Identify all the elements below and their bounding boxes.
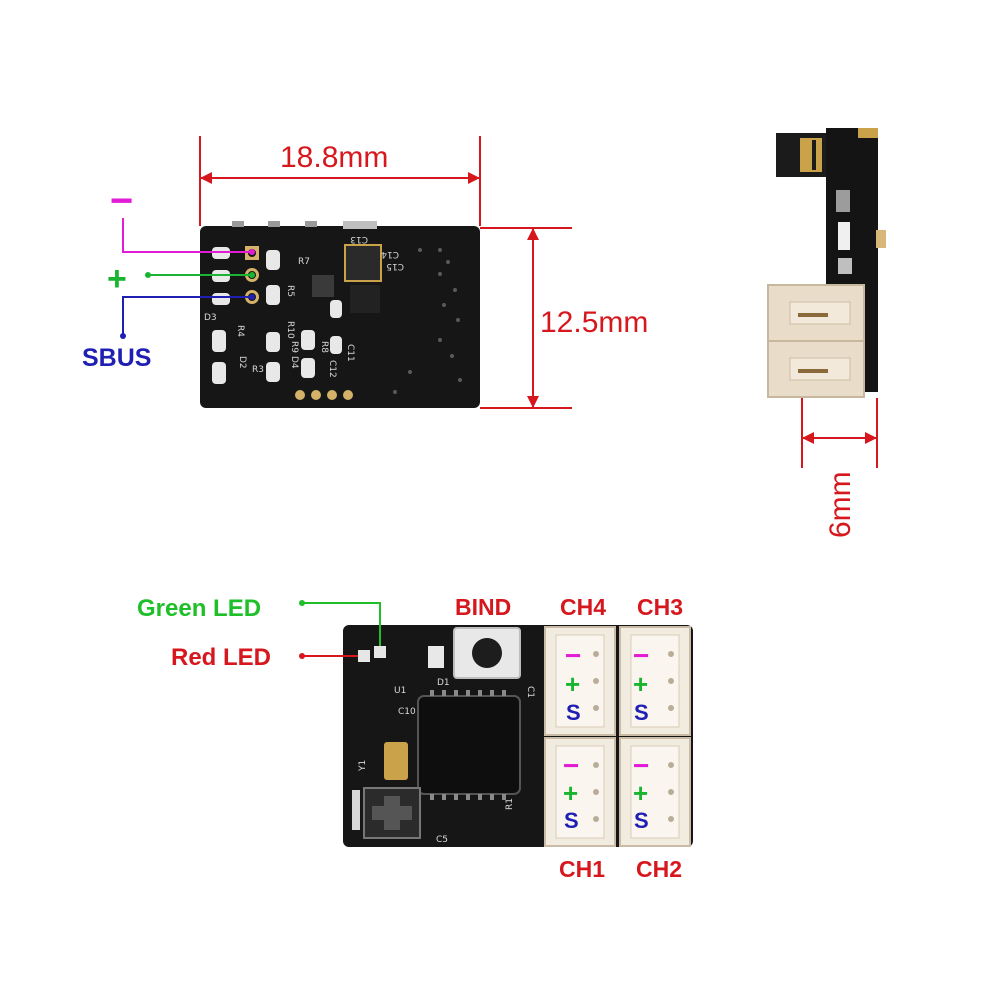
silk-r4: R4 — [235, 325, 245, 337]
bind-button[interactable] — [453, 627, 521, 679]
pcb-edge-pad — [305, 221, 317, 227]
connector-pin-dots — [593, 651, 674, 822]
silk-d1: D1 — [437, 678, 450, 688]
thickness-dimension: 6mm — [801, 398, 878, 538]
silk-d3: D3 — [204, 313, 217, 323]
bind-label: BIND — [455, 594, 511, 620]
channel-label-ch1: CH1 — [559, 856, 605, 882]
pcb-bottom-diode — [312, 275, 334, 297]
thickness-dimension-label: 6mm — [824, 471, 857, 538]
antenna-pad — [352, 790, 360, 830]
ch2-pin-labels: − + S — [633, 750, 649, 833]
silk-r7: R7 — [298, 257, 310, 267]
ch4-signal: S — [566, 700, 581, 725]
ch1-signal: S — [564, 808, 579, 833]
ch4-minus: − — [565, 640, 581, 671]
side-view-component — [838, 258, 852, 274]
top-view-group: Green LED Red LED BIND — [137, 594, 693, 882]
green-led-callout: Green LED — [137, 595, 386, 658]
ch4-plus: + — [565, 669, 580, 699]
ch3-pin-labels: − + S — [633, 640, 649, 725]
red-led-label: Red LED — [171, 644, 271, 671]
side-view-component — [836, 190, 850, 212]
ch4-pin-labels: − + S — [565, 640, 581, 725]
silk-c12: C12 — [327, 360, 337, 378]
side-view-edge-pad — [858, 128, 878, 138]
ch2-plus: + — [633, 778, 648, 808]
channel-label-ch3: CH3 — [637, 594, 683, 620]
side-view-group: 6mm — [767, 128, 886, 538]
silk-r9: R9 — [289, 341, 299, 353]
connector-block — [544, 626, 691, 847]
silk-c5: C5 — [436, 835, 448, 845]
silk-c1: C1 — [525, 686, 535, 698]
silk-c10: C10 — [398, 707, 416, 717]
ch1-minus: − — [563, 750, 579, 781]
red-led — [358, 650, 370, 662]
ch2-minus: − — [633, 750, 649, 781]
red-led-callout: Red LED — [171, 644, 370, 671]
side-view-component — [876, 230, 886, 248]
plus-pin-callout: + — [107, 260, 255, 298]
ch1-pin-labels: − + S — [563, 750, 579, 833]
silk-c15: C15 — [386, 261, 404, 271]
channel-label-ch4: CH4 — [560, 594, 606, 620]
minus-pin-callout: − — [110, 179, 255, 255]
height-dimension: 12.5mm — [480, 227, 648, 409]
pcb-edge-pad — [268, 221, 280, 227]
sbus-label: SBUS — [82, 344, 151, 372]
pcb-bottom-chip — [344, 244, 382, 282]
pcb-top-component — [428, 646, 444, 668]
width-dimension-label: 18.8mm — [280, 141, 388, 174]
silk-d4: D4 — [289, 356, 299, 369]
minus-pin-symbol: − — [110, 179, 133, 223]
silk-r10: R10 — [285, 321, 295, 339]
silk-r3: R3 — [252, 365, 264, 375]
height-dimension-label: 12.5mm — [540, 306, 648, 339]
side-view-gold-contact — [800, 138, 822, 172]
side-view-button — [838, 222, 850, 250]
ch2-signal: S — [634, 808, 649, 833]
bottom-view-group: C13 R7 C14 C15 D3 R4 R5 R10 R9 D2 R3 D4 … — [82, 136, 648, 409]
silk-c13: C13 — [350, 234, 368, 244]
green-led — [374, 646, 386, 658]
side-view-jst-connectors — [767, 284, 865, 398]
silk-y1: Y1 — [358, 760, 368, 772]
silk-c11: C11 — [345, 344, 355, 362]
silk-r1: R1 — [505, 798, 515, 810]
mcu-chip-u1 — [417, 695, 521, 795]
silk-u1: U1 — [394, 686, 406, 696]
via-dots — [393, 248, 462, 394]
pcb-bottom-regulator — [350, 285, 380, 313]
ch3-plus: + — [633, 669, 648, 699]
silk-r8: R8 — [319, 341, 329, 353]
test-pads — [295, 390, 353, 400]
silk-r5: R5 — [285, 285, 295, 297]
ch1-plus: + — [563, 778, 578, 808]
mcu-pins — [430, 690, 506, 800]
ch3-minus: − — [633, 640, 649, 671]
crystal-y1 — [384, 742, 408, 780]
ch3-signal: S — [634, 700, 649, 725]
silk-c14: C14 — [381, 249, 399, 259]
green-led-label: Green LED — [137, 595, 261, 622]
width-dimension: 18.8mm — [199, 136, 481, 226]
channel-label-ch2: CH2 — [636, 856, 682, 882]
sbus-pin-callout: SBUS — [82, 294, 255, 372]
silk-d2: D2 — [237, 356, 247, 369]
pcb-edge-connector — [343, 221, 377, 229]
plus-pin-symbol: + — [107, 260, 127, 298]
pcb-edge-pad — [232, 221, 244, 227]
